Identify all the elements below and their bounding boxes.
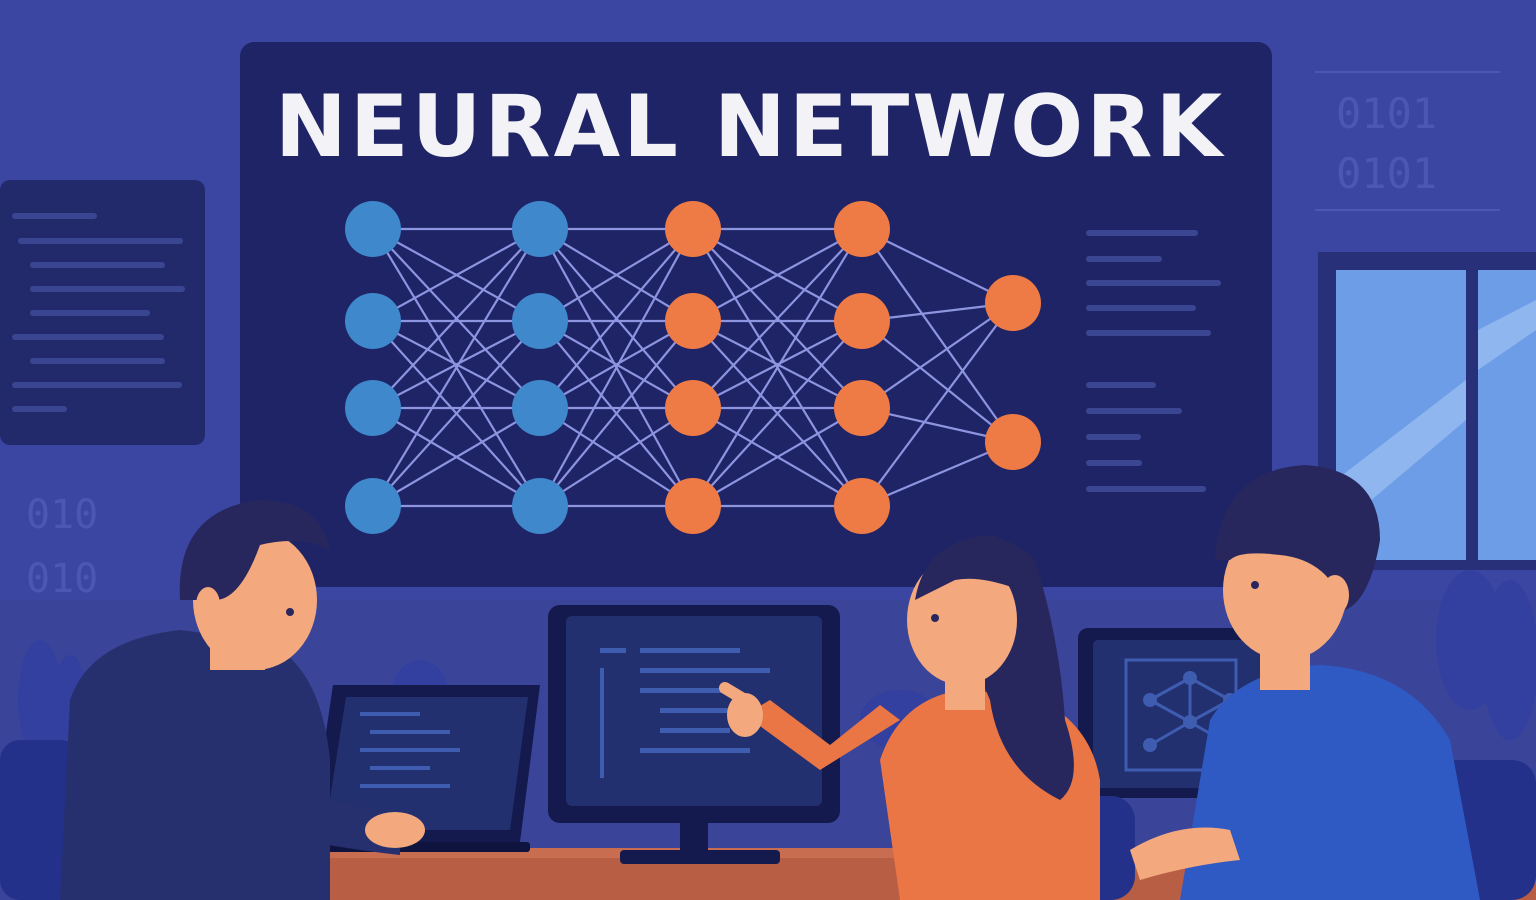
network-edge [861,302,1014,409]
person-woman-pointing [719,535,1100,900]
network-edge [692,228,863,409]
network-node-hidden-2 [665,380,721,436]
network-node-hidden-3 [834,293,890,349]
network-node-input [345,201,401,257]
binary-left-line-2: 010 [26,556,98,602]
network-nodes [345,201,1041,534]
network-node-input [345,380,401,436]
network-edge [861,228,1014,443]
network-edge [539,320,694,507]
network-node-hidden-3 [834,201,890,257]
network-edge [692,407,863,507]
network-node-output [985,275,1041,331]
window [1318,252,1536,570]
network-edge [539,228,694,507]
network-edge [539,407,694,507]
laptop [280,685,540,852]
network-node-output [985,414,1041,470]
network-node-hidden-1 [512,201,568,257]
board-title: NEURAL NETWORK [275,77,1226,177]
network-edge [861,302,1014,507]
network-edge [861,228,1014,304]
network-edge [539,228,694,322]
network-edge [372,228,541,507]
network-node-hidden-1 [512,293,568,349]
network-edge [692,228,863,507]
network-node-input [345,293,401,349]
network-edge [372,407,541,507]
network-edge [372,228,541,409]
right-wall-lines [1315,71,1500,211]
person-man-watching [1130,465,1480,900]
person-man-on-laptop [60,500,425,900]
network-edge [692,320,863,409]
binary-right: 0101 0101 [1336,89,1437,198]
network-node-hidden-1 [512,478,568,534]
network-edge [692,228,863,322]
binary-right-line-1: 0101 [1336,89,1437,138]
left-code-panel [0,180,205,445]
network-edge [692,320,863,507]
network-node-hidden-2 [665,478,721,534]
network-edge [372,320,541,409]
network-node-input [345,478,401,534]
binary-right-line-2: 0101 [1336,149,1437,198]
network-node-hidden-2 [665,201,721,257]
center-monitor [548,605,840,864]
network-edge [372,228,541,322]
network-node-hidden-3 [834,380,890,436]
network-edge [539,228,694,409]
board-side-lines [1086,230,1221,492]
network-edge [372,320,541,507]
network-edge [539,320,694,409]
neural-network-board: NEURAL NETWORK [240,42,1272,587]
network-node-hidden-2 [665,293,721,349]
network-node-hidden-1 [512,380,568,436]
binary-left: 010 010 [26,492,98,602]
network-node-hidden-3 [834,478,890,534]
binary-left-line-1: 010 [26,492,98,538]
network-edge [861,320,1014,443]
